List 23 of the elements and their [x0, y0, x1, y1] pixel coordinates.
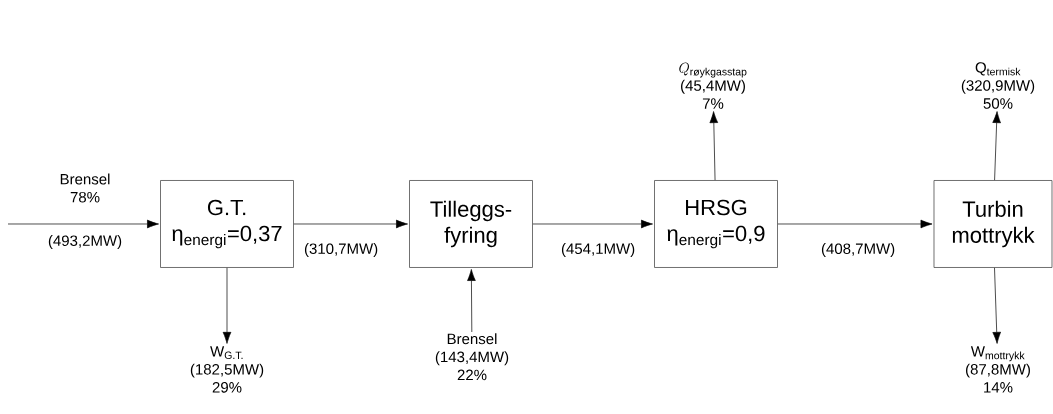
flow-label: Brensel (143,4MW) 22% — [435, 333, 509, 381]
edge-label: (408,7MW) — [821, 243, 895, 257]
edge-label: (454,1MW) — [561, 243, 635, 257]
process-box: HRSG η$_{energi}$=0,9 — [654, 180, 778, 268]
arrow — [7, 219, 159, 229]
flow-label: W$_{G.T.}$ (182,5MW) 29% — [190, 346, 264, 393]
arrow — [293, 219, 408, 229]
flow-label: (493,2MW) — [48, 235, 122, 249]
process-box: Tilleggs- fyring — [409, 180, 533, 268]
arrow — [992, 111, 1001, 181]
edge-label: (310,7MW) — [304, 243, 378, 257]
flow-label: Q$_{termisk}$ (320,9MW) 50% — [961, 62, 1035, 109]
process-box: G.T. η$_{energi}$=0,37 — [160, 180, 294, 268]
arrow — [222, 267, 232, 344]
flow-label: W$_{mottrykk}$ (87,8MW) 14% — [966, 346, 1030, 393]
arrow — [467, 269, 476, 333]
arrow — [532, 219, 653, 229]
edge-label: Brensel 78% — [60, 173, 110, 203]
arrow — [777, 219, 933, 229]
arrow — [992, 267, 1001, 344]
flow-label: $Q_{\text{røykgasstap}}$ (45,4MW) 7% — [679, 62, 747, 109]
process-box: Turbin mottrykk — [933, 180, 1053, 268]
arrow — [709, 111, 719, 181]
